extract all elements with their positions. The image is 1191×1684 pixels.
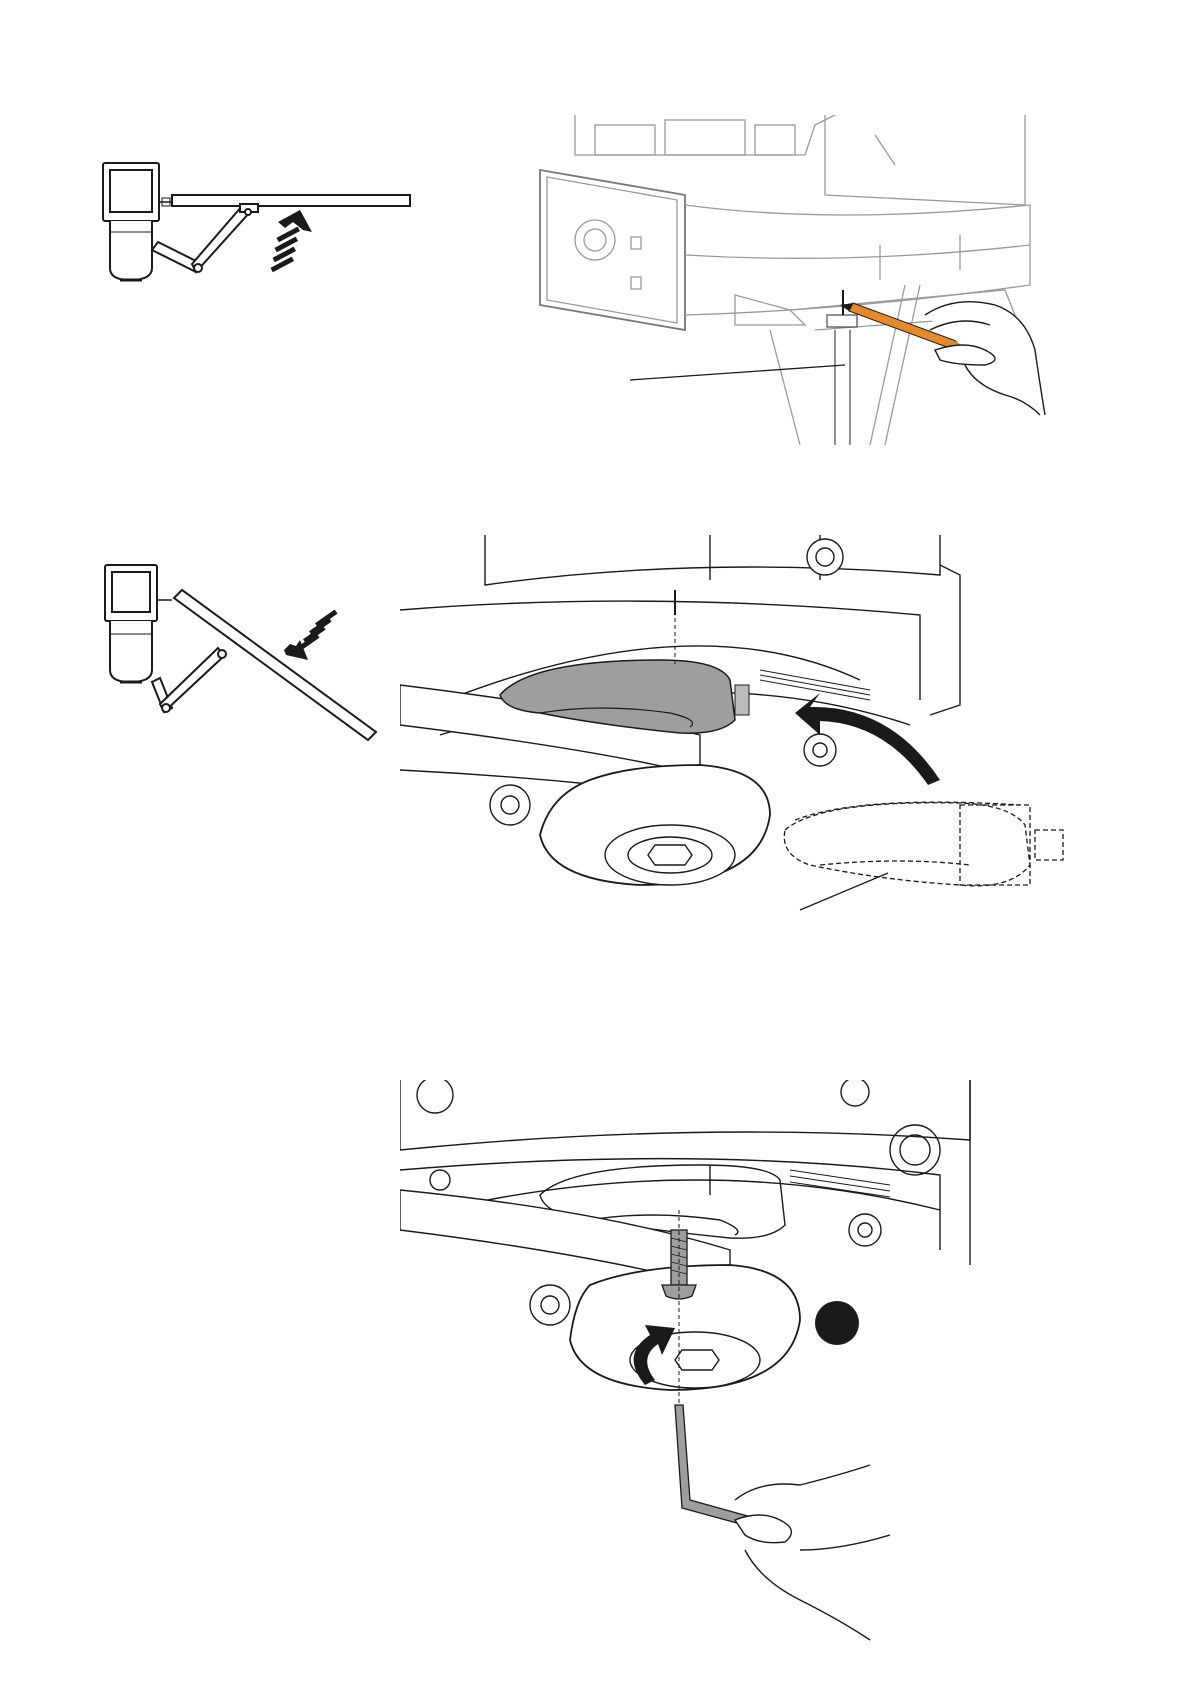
figure-3-gate-open-schematic [100, 560, 390, 750]
push-arrow-icon [284, 609, 338, 660]
articulated-arm-icon [152, 648, 226, 712]
hand-icon [735, 1465, 890, 1640]
figure-1-gate-closed-schematic [100, 160, 420, 310]
operator-body-icon [540, 115, 1030, 445]
leader-line-icon [630, 365, 845, 380]
figure-2-mark-position [535, 115, 1055, 450]
figure-4-place-stop [400, 535, 1090, 975]
leader-line-icon [800, 873, 888, 910]
gate-leaf-icon [172, 195, 410, 206]
dashed-stop-icon [784, 802, 1063, 886]
push-arrow-icon [270, 210, 312, 272]
hand-icon [925, 302, 1045, 415]
callout-dot-icon [815, 1301, 859, 1345]
figure-5-fix-stop [400, 1080, 1080, 1645]
articulated-arm-icon [152, 204, 258, 272]
